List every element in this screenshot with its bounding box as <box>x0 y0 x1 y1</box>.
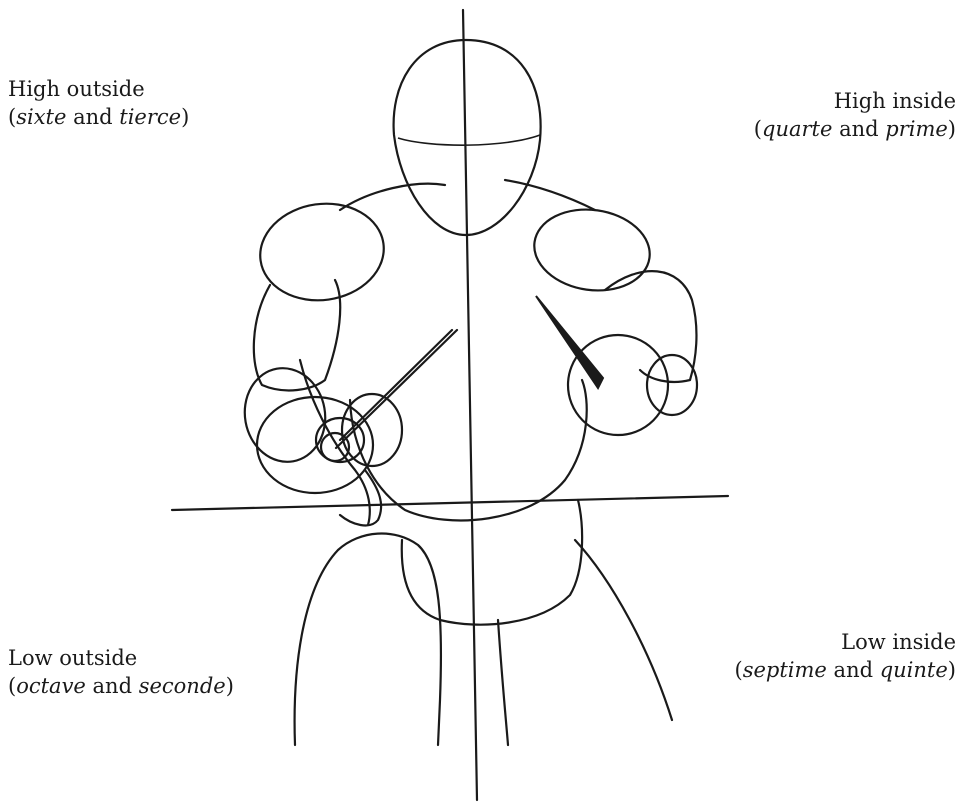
paren-open: ( <box>754 117 762 141</box>
label-low-outside: Low outside (octave and seconde) <box>8 644 234 700</box>
high-outside-parries: (sixte and tierce) <box>8 103 189 131</box>
paren-close: ) <box>226 674 234 698</box>
high-inside-parries: (quarte and prime) <box>754 115 956 143</box>
conjunction: and <box>832 117 885 141</box>
high-inside-title: High inside <box>754 87 956 115</box>
label-high-outside: High outside (sixte and tierce) <box>8 75 189 131</box>
right-shoulder <box>529 202 655 297</box>
low-inside-title: Low inside <box>735 628 956 656</box>
conjunction: and <box>827 658 880 682</box>
conjunction: and <box>66 105 119 129</box>
left-leg <box>295 534 441 745</box>
high-outside-title: High outside <box>8 75 189 103</box>
low-outside-title: Low outside <box>8 644 234 672</box>
parry-septime: septime <box>743 658 827 682</box>
conjunction: and <box>86 674 139 698</box>
horizontal-axis <box>172 496 728 510</box>
vertical-axis <box>463 10 477 800</box>
right-leg <box>498 540 672 745</box>
right-hand-group <box>536 296 697 435</box>
label-high-inside: High inside (quarte and prime) <box>754 87 956 143</box>
parry-octave: octave <box>16 674 86 698</box>
paren-close: ) <box>948 117 956 141</box>
left-hand-group <box>237 330 457 525</box>
paren-open: ( <box>8 674 16 698</box>
paren-close: ) <box>181 105 189 129</box>
low-inside-parries: (septime and quinte) <box>735 656 956 684</box>
parry-tierce: tierce <box>119 105 181 129</box>
left-shoulder <box>254 196 390 308</box>
parry-quinte: quinte <box>880 658 948 682</box>
parry-prime: prime <box>885 117 948 141</box>
parry-seconde: seconde <box>139 674 226 698</box>
parry-quarte: quarte <box>762 117 832 141</box>
parry-sixte: sixte <box>16 105 66 129</box>
paren-open: ( <box>8 105 16 129</box>
paren-open: ( <box>735 658 743 682</box>
label-low-inside: Low inside (septime and quinte) <box>735 628 956 684</box>
low-outside-parries: (octave and seconde) <box>8 672 234 700</box>
paren-close: ) <box>948 658 956 682</box>
